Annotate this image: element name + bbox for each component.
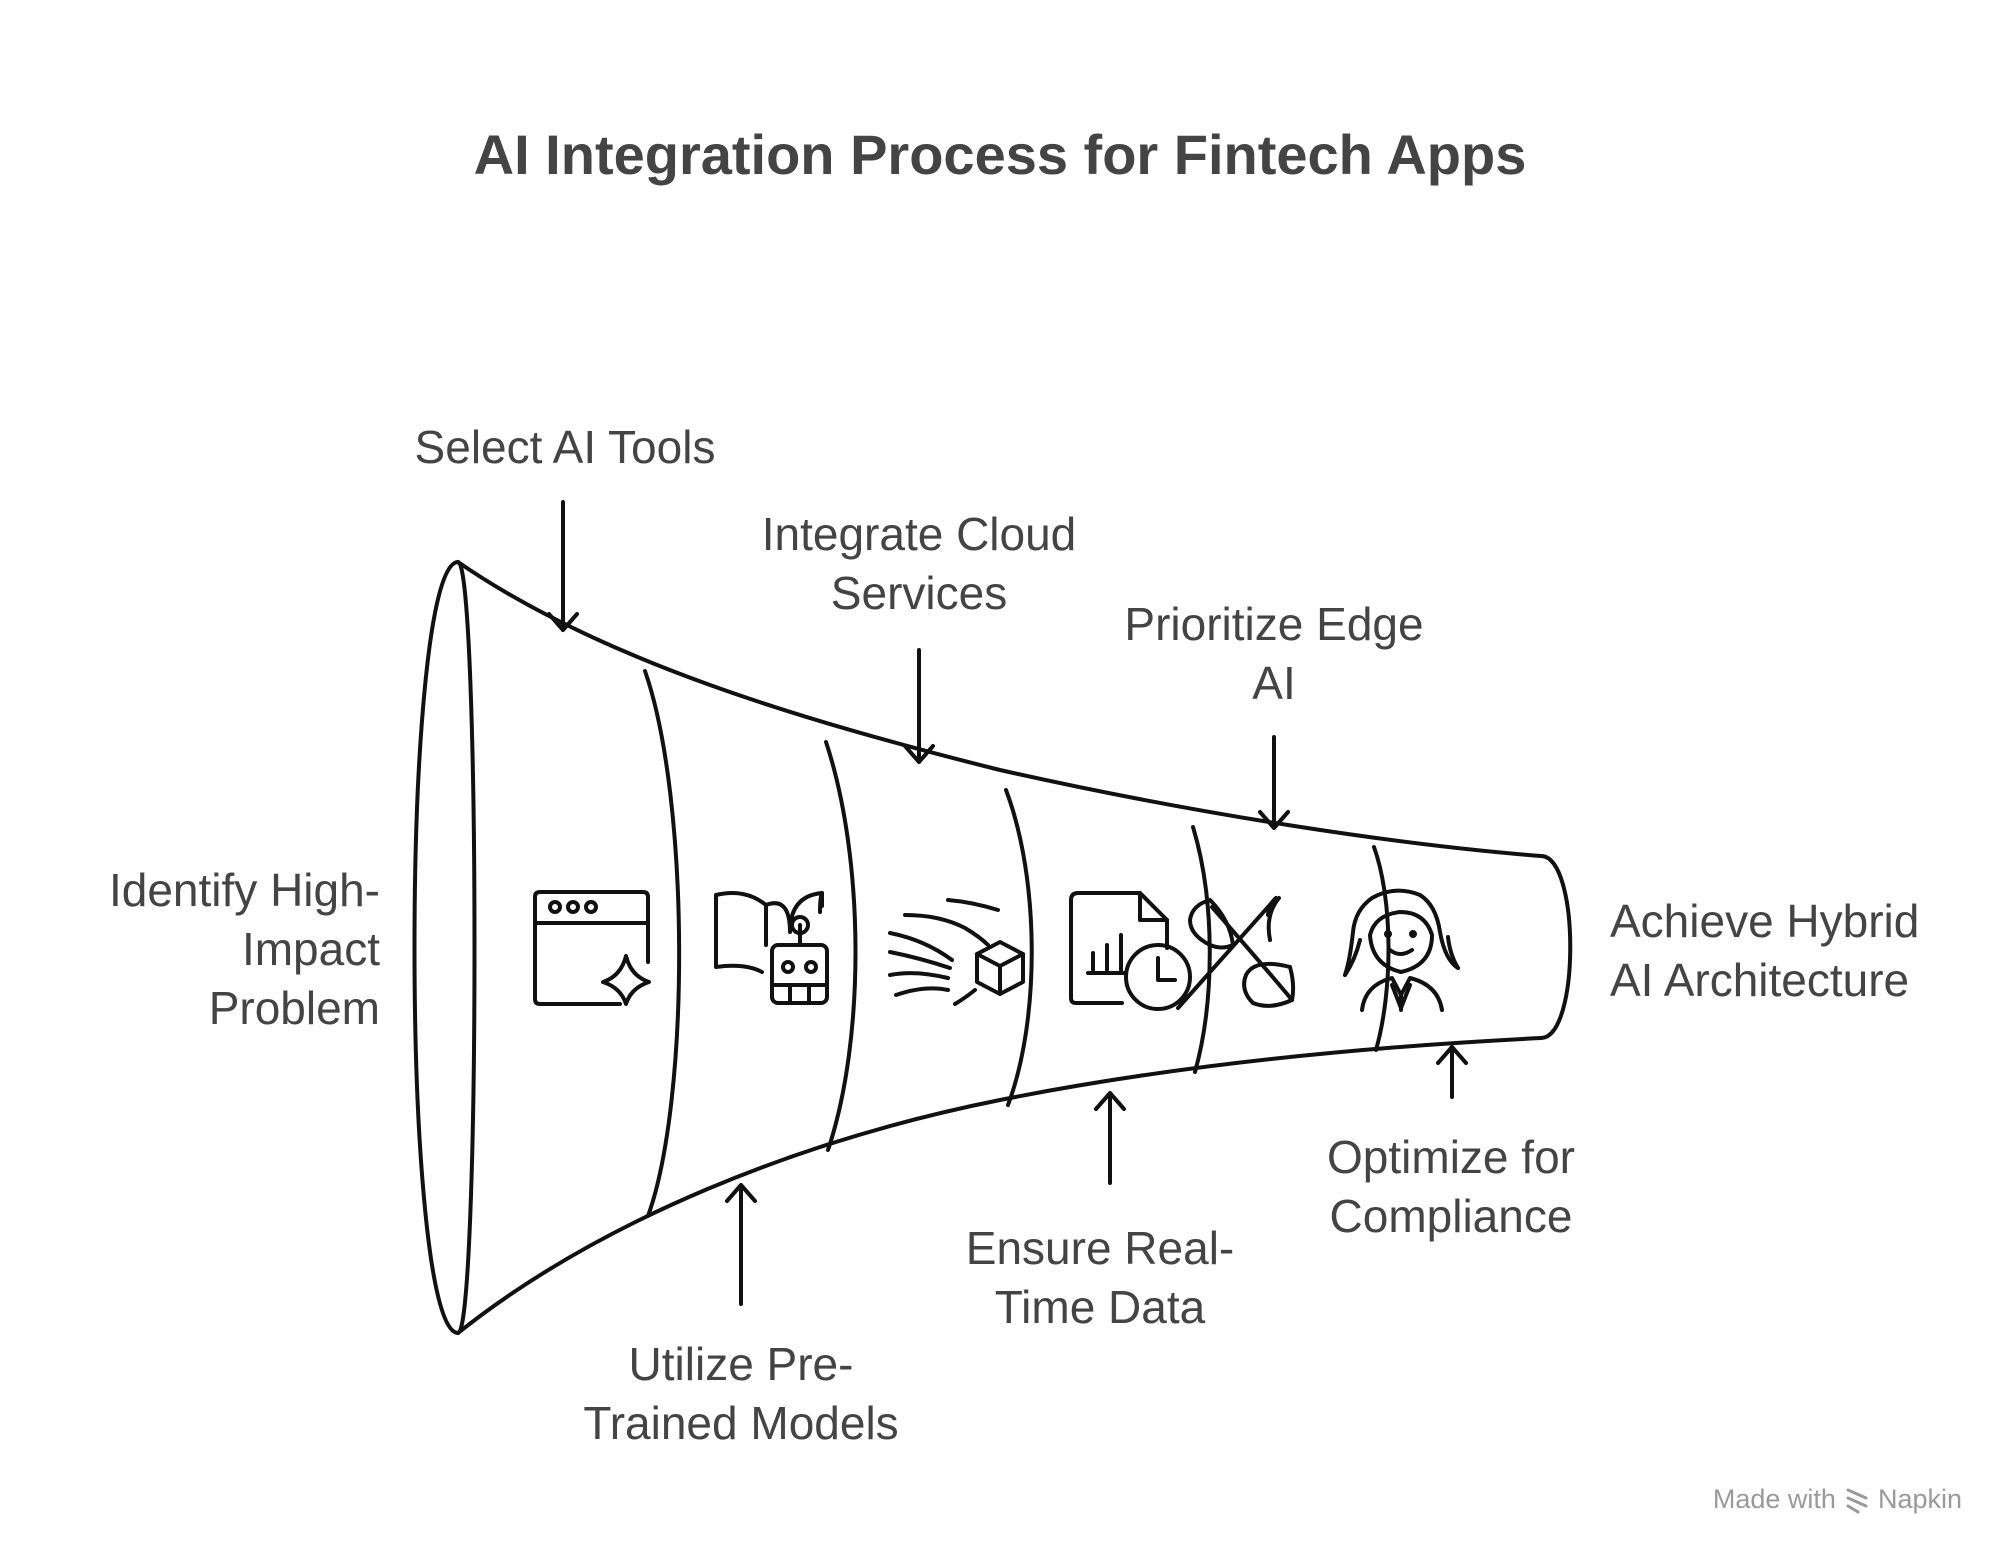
- label-select-ai-tools: Select AI Tools: [414, 421, 716, 473]
- diagram-title: AI Integration Process for Fintech Apps: [473, 123, 1527, 186]
- cloud-cube-flow-icon: [888, 898, 1025, 1006]
- document-chart-clock-icon: [1069, 891, 1192, 1011]
- arrow-ensure-real-time-data: [1094, 1091, 1126, 1185]
- label-ensure-real-time-data: Ensure Real- Time Data: [965, 1222, 1235, 1333]
- arrow-prioritize-edge-ai: [1258, 735, 1290, 830]
- step-arrows: [547, 500, 1468, 1306]
- arrow-integrate-cloud-services: [903, 648, 935, 764]
- label-utilize-pre-trained-models: Utilize Pre- Trained Models: [583, 1338, 899, 1449]
- person-avatar-icon: [1343, 888, 1460, 1012]
- label-prioritize-edge-ai: Prioritize Edge AI: [1124, 598, 1424, 709]
- label-identify-high-impact-problem: Identify High- Impact Problem: [108, 864, 380, 1034]
- label-achieve-hybrid-ai-architecture: Achieve Hybrid AI Architecture: [1610, 895, 1920, 1006]
- label-optimize-for-compliance: Optimize for Compliance: [1327, 1131, 1575, 1242]
- arrow-utilize-pre-trained-models: [725, 1183, 757, 1306]
- napkin-brand-text: Napkin: [1877, 1484, 1962, 1514]
- funnel-outline: [412, 560, 1573, 1335]
- arrow-select-ai-tools: [547, 500, 579, 632]
- made-with-napkin-footer: Made with Napkin: [1713, 1484, 1962, 1515]
- arrow-optimize-for-compliance: [1436, 1045, 1468, 1099]
- made-with-text: Made with: [1712, 1484, 1836, 1514]
- book-robot-icon: [714, 891, 829, 1005]
- napkin-logo-icon: [1846, 1488, 1868, 1513]
- hidden-eye-icon: [1176, 896, 1296, 1010]
- label-integrate-cloud-services: Integrate Cloud Services: [761, 508, 1077, 619]
- browser-window-sparkle-icon: [533, 890, 651, 1006]
- funnel-segment-dividers: [643, 669, 1391, 1218]
